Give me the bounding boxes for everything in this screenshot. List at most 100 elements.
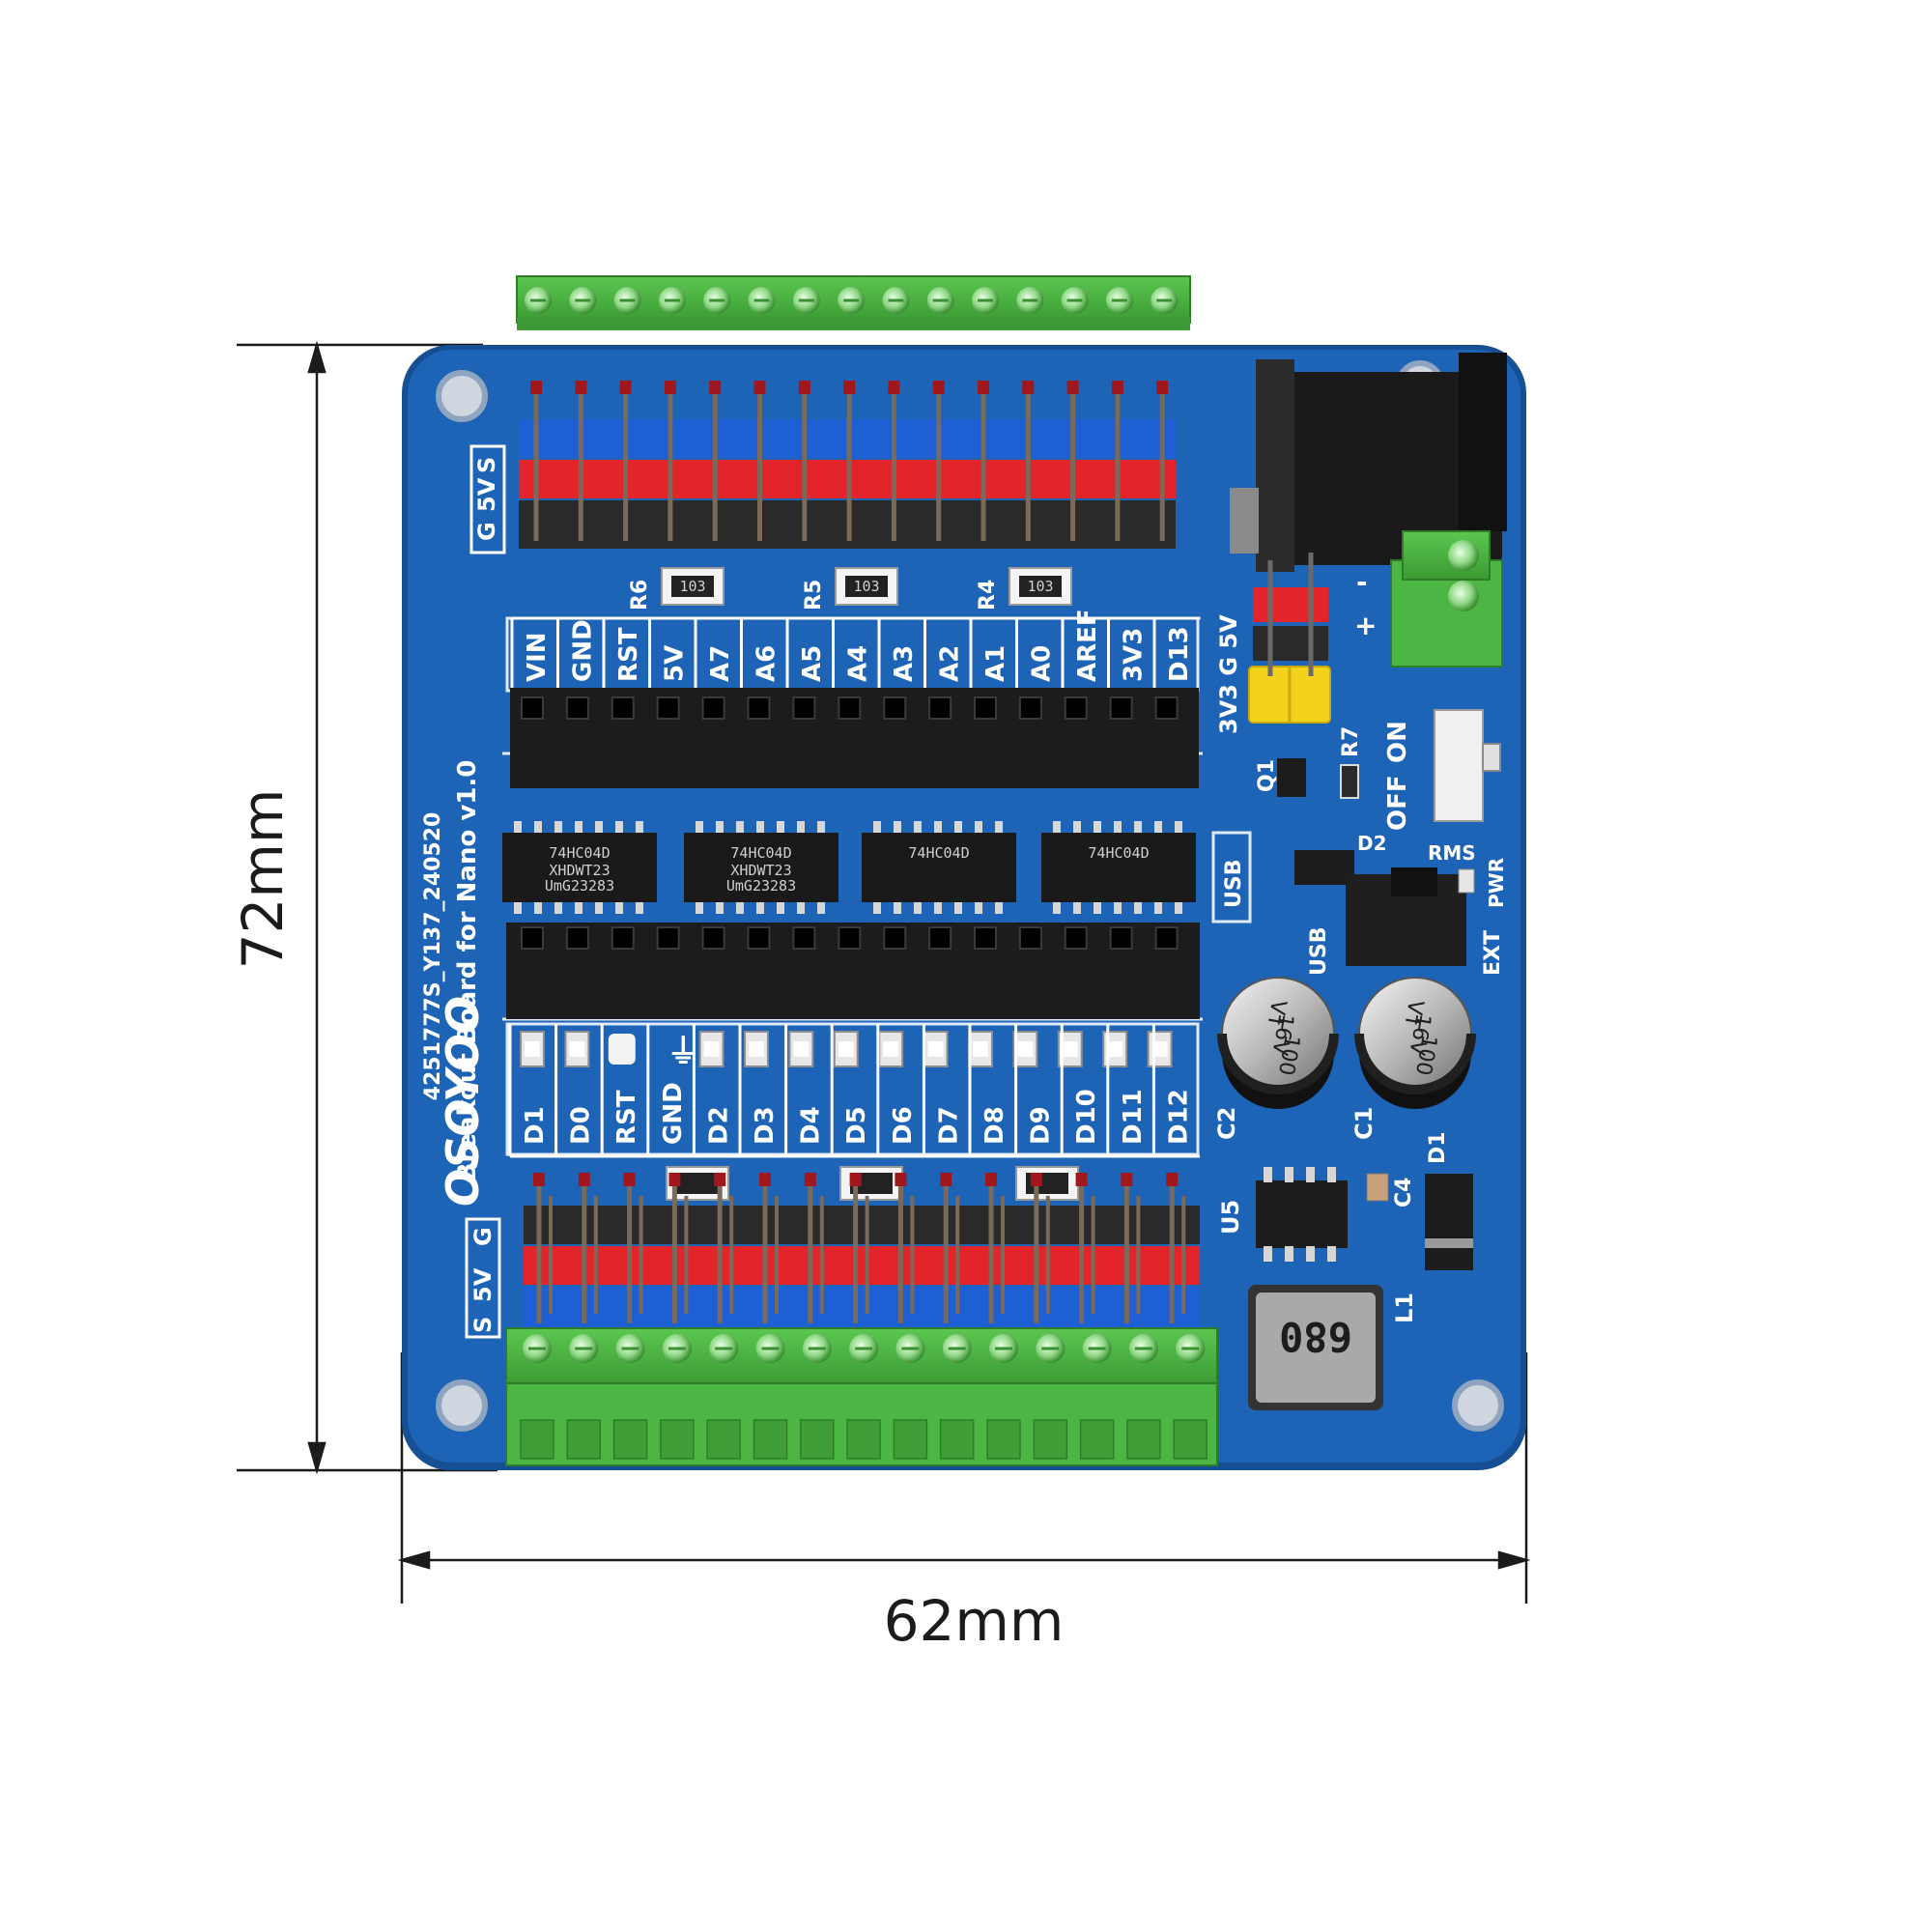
terminal-screw[interactable]	[1448, 540, 1479, 571]
socket-hole[interactable]	[521, 696, 544, 720]
ic-pin	[1306, 1246, 1315, 1262]
socket-hole[interactable]	[1154, 926, 1179, 950]
socket-hole[interactable]	[928, 696, 952, 720]
wire-entry[interactable]	[612, 1419, 648, 1460]
ic-pin	[1134, 900, 1142, 914]
ic-pin	[954, 821, 962, 835]
ic-pin	[1264, 1246, 1272, 1262]
wire-entry[interactable]	[753, 1419, 788, 1460]
socket-hole[interactable]	[656, 696, 680, 720]
wire-entry[interactable]	[1173, 1419, 1208, 1460]
socket-hole[interactable]	[1064, 926, 1088, 950]
ic-part-number: 74HC04D	[1088, 844, 1149, 862]
reset-button[interactable]	[608, 1034, 636, 1065]
ic-body	[862, 833, 1016, 902]
bottom-pin-label: D1	[521, 1106, 550, 1145]
wire-entry[interactable]	[520, 1419, 554, 1460]
resistor-code: 103	[1027, 578, 1053, 595]
ic-pin	[696, 821, 703, 835]
wire-tip	[619, 381, 632, 394]
socket-hole[interactable]	[838, 926, 862, 950]
wire-tip	[530, 381, 542, 394]
socket-hole[interactable]	[611, 696, 635, 720]
d1-label: D1	[1426, 1131, 1450, 1164]
socket-hole[interactable]	[974, 696, 997, 720]
ic-body	[502, 833, 657, 902]
socket-hole[interactable]	[701, 926, 725, 950]
wire-entry[interactable]	[893, 1419, 928, 1460]
socket-hole[interactable]	[747, 696, 771, 720]
ic-pin	[1175, 900, 1182, 914]
wire-entry[interactable]	[846, 1419, 881, 1460]
wire-entry[interactable]	[986, 1419, 1021, 1460]
wire-entry[interactable]	[800, 1419, 835, 1460]
wire-entry[interactable]	[660, 1419, 695, 1460]
ic-pin	[575, 821, 582, 835]
bottom-pin-label: D6	[889, 1106, 918, 1145]
wire-entry[interactable]	[706, 1419, 741, 1460]
socket-hole[interactable]	[1109, 926, 1133, 950]
ic-pin	[934, 821, 942, 835]
socket-hole[interactable]	[1109, 696, 1133, 720]
socket-hole[interactable]	[1018, 926, 1042, 950]
socket-hole[interactable]	[928, 926, 952, 950]
wire-entry[interactable]	[1033, 1419, 1068, 1460]
socket-hole[interactable]	[1154, 696, 1179, 720]
ic-pin	[914, 900, 922, 914]
wire-tip	[798, 381, 810, 394]
wire-entry[interactable]	[1079, 1419, 1115, 1460]
socket-hole[interactable]	[1018, 696, 1042, 720]
socket-hole[interactable]	[521, 926, 544, 950]
d2-diode	[1294, 850, 1354, 885]
dimension-width	[397, 1352, 1531, 1604]
socket-hole[interactable]	[565, 926, 589, 950]
socket-hole[interactable]	[883, 926, 907, 950]
wire-tip	[895, 1173, 907, 1186]
wire-tip	[843, 381, 856, 394]
ic-pin	[797, 900, 805, 914]
ic-pin	[1114, 900, 1122, 914]
switch-slider[interactable]	[1482, 743, 1501, 772]
socket-hole[interactable]	[1064, 696, 1088, 720]
header-row	[524, 1287, 1200, 1327]
socket-hole[interactable]	[747, 926, 771, 950]
socket-hole[interactable]	[838, 696, 862, 720]
terminal-screw[interactable]	[1448, 581, 1479, 611]
nano-socket-bottom	[506, 923, 1200, 1019]
socket-hole[interactable]	[565, 696, 589, 720]
usb-ext-header	[1346, 867, 1466, 966]
bottom-pin-label: D3	[751, 1106, 780, 1145]
wire-tip	[804, 1173, 816, 1186]
socket-hole[interactable]	[974, 926, 997, 950]
power-terminal	[1390, 530, 1503, 668]
wire-tip	[1166, 1173, 1179, 1186]
socket-hole[interactable]	[792, 926, 816, 950]
top-pin-label: A2	[936, 645, 965, 682]
wire-tip	[753, 381, 766, 394]
bottom-pin-label: GND	[659, 1082, 688, 1145]
socket-hole[interactable]	[611, 926, 635, 950]
usb-ext-jumper[interactable]	[1391, 867, 1437, 896]
switch-on-label: ON	[1383, 721, 1412, 763]
ic-pin	[975, 821, 982, 835]
top-terminal-screws	[525, 287, 1179, 314]
socket-hole[interactable]	[656, 926, 680, 950]
socket-hole[interactable]	[792, 696, 816, 720]
ic-pin	[914, 821, 922, 835]
wire-entry[interactable]	[939, 1419, 975, 1460]
power-switch[interactable]	[1434, 709, 1501, 822]
wire-entry[interactable]	[566, 1419, 602, 1460]
ic-part-number: 74HC04D	[730, 844, 791, 862]
q1-label: Q1	[1255, 759, 1279, 792]
pwr-led	[1458, 868, 1475, 894]
voltage-select-label: 3V3 G 5V	[1215, 614, 1242, 734]
ic-pin	[1114, 821, 1122, 835]
wire-entry[interactable]	[1126, 1419, 1161, 1460]
ic-pin	[696, 900, 703, 914]
ic-pin	[1327, 1246, 1336, 1262]
d1-diode	[1425, 1174, 1473, 1270]
ic-pin	[595, 821, 603, 835]
ic-pin	[777, 900, 784, 914]
socket-hole[interactable]	[701, 696, 725, 720]
socket-hole[interactable]	[883, 696, 907, 720]
